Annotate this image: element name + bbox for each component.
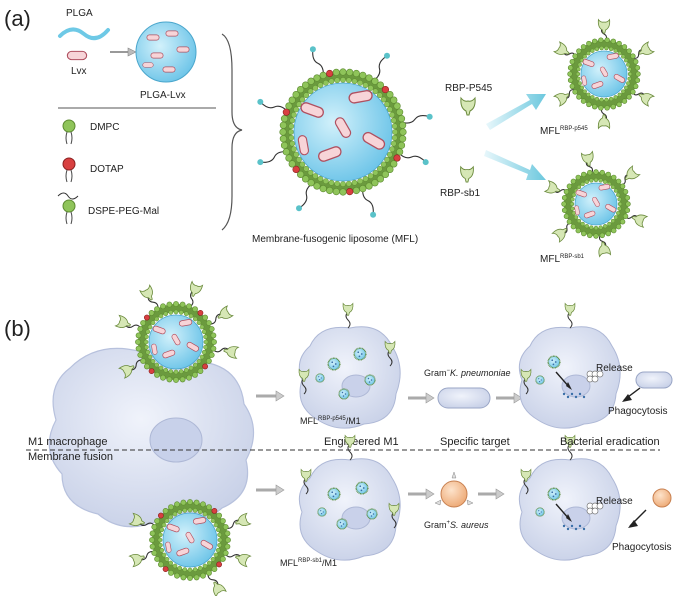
rbp-icon (580, 151, 596, 168)
rbp-icon (215, 305, 234, 323)
release-top: Release (596, 363, 633, 374)
vesicle (547, 355, 561, 369)
k-pneumoniae-bacterium (437, 387, 491, 409)
rbp-icon (139, 284, 157, 303)
panel-a-label: (a) (4, 6, 31, 31)
vesicle (366, 508, 378, 520)
specific-label: Specific target (440, 436, 510, 448)
eng-top-label: MFLRBP-p545/M1 (300, 416, 361, 426)
rbp-icon (222, 344, 239, 359)
plga-label: PLGA (66, 8, 93, 19)
lvx-label: Lvx (71, 66, 87, 77)
dmpc-icon (62, 119, 76, 145)
rbp-icon (597, 19, 611, 34)
mfl-rbp-p545 (553, 19, 655, 129)
rbp-icon (564, 303, 576, 316)
m1-label: M1 macrophage (28, 436, 108, 448)
vesicle (336, 518, 348, 530)
legend-dotap: DOTAP (90, 164, 124, 175)
legend-dmpc: DMPC (90, 122, 119, 133)
fusing-mfl-bottom (129, 499, 251, 596)
s-aureus-bacterium (434, 471, 474, 508)
rbp-sb1-label: RBP-sb1 (440, 188, 480, 199)
phago-arrowhead-top (622, 394, 632, 402)
vesicle (364, 374, 376, 386)
s-aureus-target (652, 488, 672, 508)
rbp-icon (233, 550, 251, 568)
rbp-icon (630, 211, 648, 228)
engineered-m1-bottom (298, 435, 401, 561)
vesicle (338, 388, 350, 400)
vesicle (535, 375, 545, 385)
arrow-to-p545 (486, 94, 546, 130)
arrow-fusion-top (256, 390, 285, 402)
engineered-label: Engineered M1 (324, 436, 399, 448)
rbp-icon (186, 281, 204, 299)
rbp-icon (636, 89, 655, 107)
phagocytosis-top: Phagocytosis (608, 406, 667, 417)
vesicle (317, 507, 327, 517)
plga-lvx-nanoparticle (135, 21, 197, 83)
arrow-erad-top (496, 392, 523, 404)
mfl-sb1-label: MFLRBP-sb1 (540, 254, 585, 265)
release-bottom: Release (596, 496, 633, 507)
dspe-peg-mal-icon (57, 192, 79, 225)
eng-bot-label: MFLRBP-sb1/M1 (280, 558, 337, 568)
gram-pos-label: Gram+S. aureus (424, 520, 489, 530)
arrow-target-top (408, 392, 435, 404)
arrow-fusion-bottom (256, 484, 285, 496)
panel-b-label: (b) (4, 316, 31, 341)
vesicle (547, 487, 561, 501)
mfl-p545-label: MFLRBP-p545 (540, 126, 588, 137)
lvx-drug (66, 50, 88, 61)
phago-arrowhead-bottom (628, 520, 638, 528)
plga-lvx-label: PLGA-Lvx (140, 90, 186, 101)
gram-neg-label: Gram−K. pneumoniae (424, 368, 511, 378)
k-pneumoniae-target (635, 371, 673, 389)
rbp-icon (551, 224, 571, 243)
rbp-icon (636, 41, 655, 59)
vesicle (353, 347, 367, 361)
fusing-mfl-top (115, 281, 239, 383)
rbp-sb1-icon (460, 166, 474, 183)
rbp-p545-icon (460, 97, 476, 116)
phagocytosis-bottom: Phagocytosis (612, 542, 671, 553)
mfl-liposome (257, 46, 433, 218)
rbp-icon (209, 579, 227, 596)
vesicle (327, 357, 341, 371)
rbp-icon (596, 240, 612, 257)
plga-arrowhead (127, 47, 137, 57)
plga-polymer (58, 27, 110, 41)
mfl-rbp-sb1 (544, 151, 648, 257)
rbp-icon (115, 314, 133, 332)
dotap-icon (62, 157, 76, 183)
rbp-p545-label: RBP-P545 (445, 83, 493, 94)
mfl-caption: Membrane-fusogenic liposome (MFL) (252, 234, 418, 245)
fusion-label: Membrane fusion (28, 451, 113, 463)
eradication-cell-top (518, 303, 621, 429)
eradication-label: Bacterial eradication (560, 436, 660, 448)
rbp-icon (544, 180, 562, 197)
rbp-icon (553, 41, 572, 59)
eradication-cell-bottom (518, 435, 621, 561)
engineered-m1-top (298, 303, 401, 429)
arrow-to-sb1 (484, 150, 546, 180)
rbp-icon (553, 89, 572, 107)
legend-dspe-peg-mal: DSPE-PEG-Mal (88, 206, 159, 217)
macrophage-nucleus (149, 417, 203, 463)
vesicle (535, 507, 545, 517)
rbp-icon (342, 303, 354, 316)
arrow-erad-bottom (478, 488, 505, 500)
rbp-icon (621, 165, 641, 184)
vesicle (315, 373, 325, 383)
arrow-target-bottom (408, 488, 435, 500)
vesicle (327, 487, 341, 501)
rbp-icon (597, 114, 611, 129)
bracket (221, 33, 243, 231)
vesicle (355, 481, 369, 495)
